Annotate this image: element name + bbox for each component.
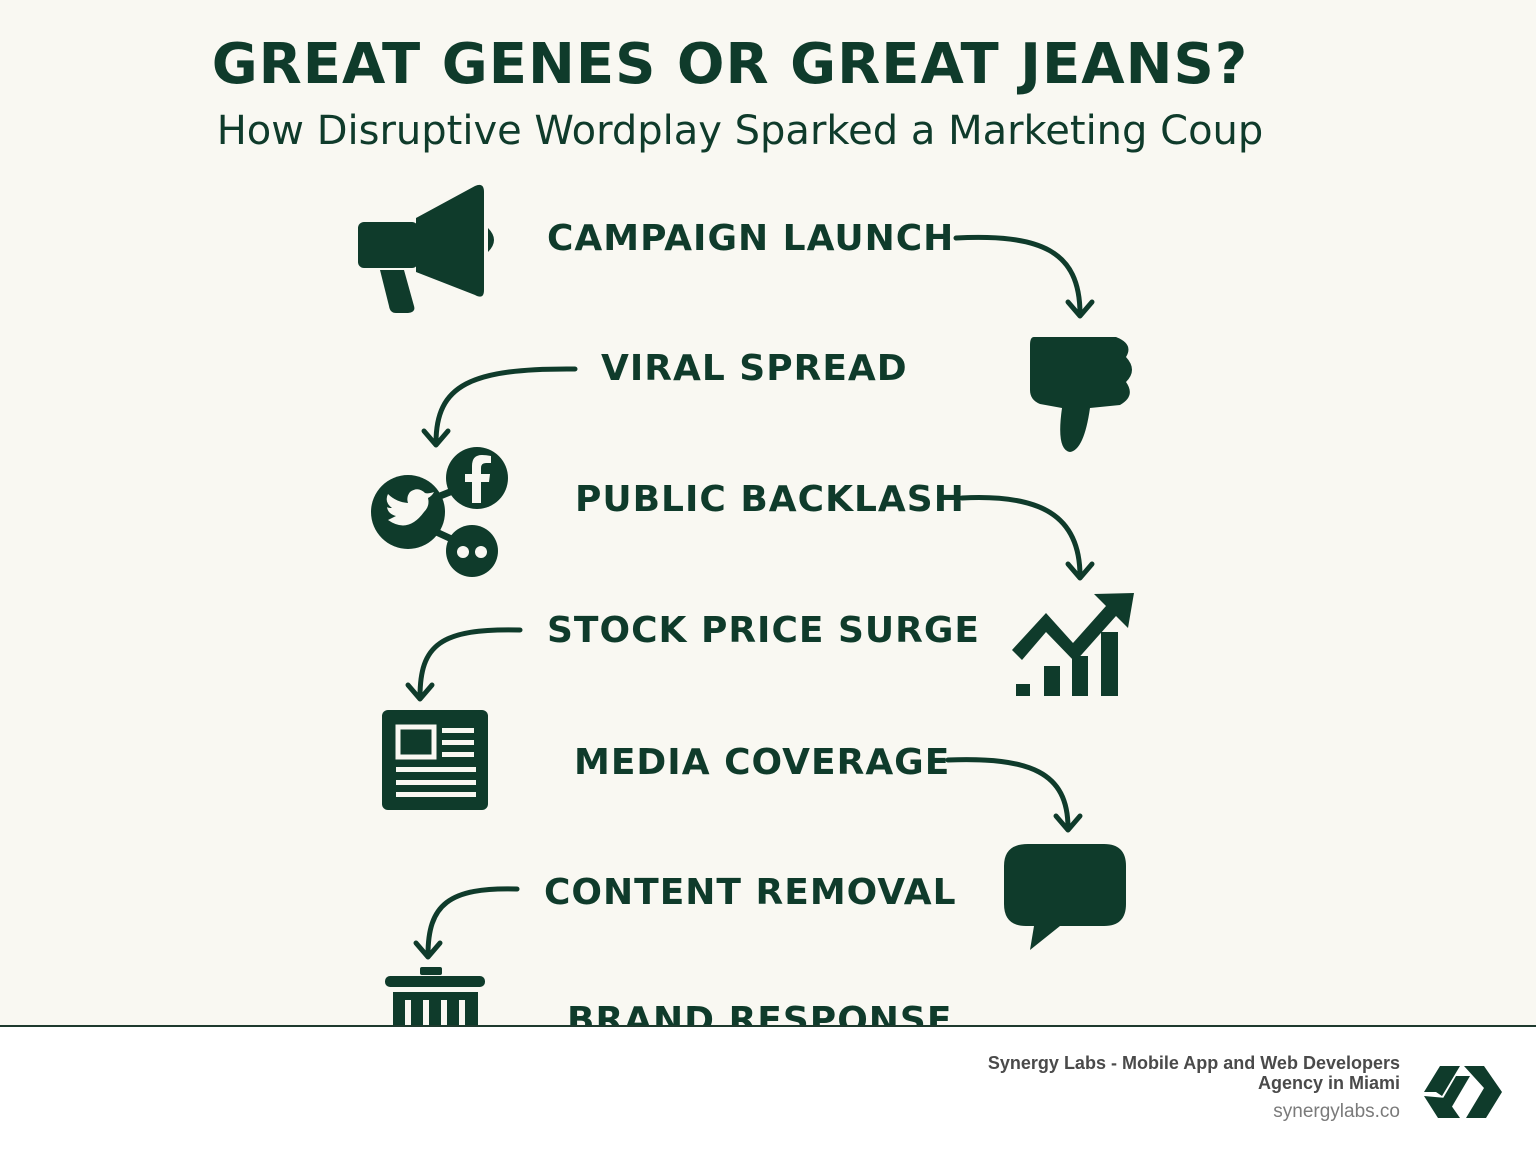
- newspaper-icon: [382, 710, 488, 810]
- step-brand-response: BRAND RESPONSE: [567, 1000, 953, 1025]
- step-content-removal: CONTENT REMOVAL: [544, 872, 957, 913]
- infographic-canvas: GREAT GENES OR GREAT JEANS? How Disrupti…: [211, 32, 1264, 1025]
- footer-url[interactable]: synergylabs.co: [1273, 1101, 1400, 1122]
- step-stock-price-surge: STOCK PRICE SURGE: [547, 610, 981, 651]
- synergy-labs-logo-icon[interactable]: [1420, 1062, 1506, 1122]
- trending-up-chart-icon: [1012, 593, 1134, 696]
- main-title: GREAT GENES OR GREAT JEANS?: [211, 32, 1249, 97]
- megaphone-icon: [358, 184, 494, 313]
- flow-graphics: [358, 184, 1134, 1025]
- step-viral-spread: VIRAL SPREAD: [601, 348, 908, 389]
- subtitle: How Disruptive Wordplay Sparked a Market…: [216, 108, 1264, 154]
- footer-company-name: Synergy Labs - Mobile App and Web Develo…: [987, 1053, 1400, 1093]
- speech-bubble-icon: [1004, 844, 1126, 950]
- social-media-icon: [371, 447, 508, 577]
- arrow-backlash-to-chart: [959, 495, 1095, 581]
- arrow-content-to-trash: [413, 886, 520, 960]
- arrow-viral-to-social: [421, 366, 578, 448]
- arrow-media-to-bubble: [945, 757, 1083, 833]
- step-campaign-launch: CAMPAIGN LAUNCH: [547, 218, 955, 259]
- arrow-campaign-to-thumbs: [953, 234, 1095, 319]
- step-media-coverage: MEDIA COVERAGE: [574, 742, 951, 783]
- thumbs-down-icon: [1030, 337, 1132, 452]
- flickr-icon: [446, 525, 498, 577]
- trash-can-icon: [385, 967, 485, 1025]
- step-public-backlash: PUBLIC BACKLASH: [575, 479, 965, 520]
- arrow-stock-to-newspaper: [405, 627, 523, 702]
- footer: Synergy Labs - Mobile App and Web Develo…: [0, 1025, 1536, 1154]
